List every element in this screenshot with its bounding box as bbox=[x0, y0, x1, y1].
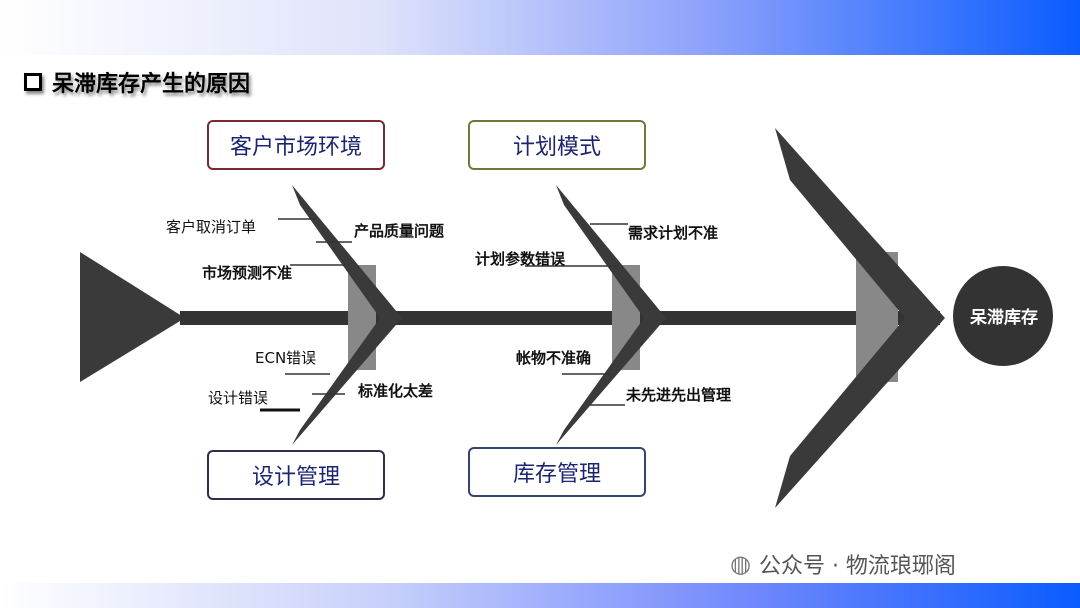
problem-head: 呆滞库存 bbox=[970, 308, 1038, 328]
arrow-upper bbox=[775, 128, 945, 318]
cause-standardization: 标准化太差 bbox=[358, 382, 434, 400]
cause-ecn: ECN错误 bbox=[255, 349, 317, 367]
fish-head bbox=[953, 266, 1053, 366]
bone-upper-1 bbox=[292, 185, 402, 318]
page-title: 呆滞库存产生的原因 bbox=[24, 66, 250, 98]
leader-lines bbox=[278, 218, 628, 406]
spine bbox=[180, 311, 940, 325]
cause-plan-params: 计划参数错误 bbox=[475, 250, 566, 268]
fish-tail bbox=[80, 252, 185, 382]
header-gradient-bar bbox=[0, 0, 1080, 55]
cause-cancel-order: 客户取消订单 bbox=[166, 218, 257, 236]
cause-demand-plan: 需求计划不准 bbox=[628, 224, 719, 242]
wechat-icon: ◍ bbox=[730, 550, 751, 578]
bone-upper-2 bbox=[556, 185, 666, 318]
category-design-management: 设计管理 bbox=[207, 450, 385, 500]
cause-account-mismatch: 帐物不准确 bbox=[516, 349, 592, 367]
footer-gradient-bar bbox=[0, 583, 1080, 608]
category-customer-market: 客户市场环境 bbox=[207, 120, 385, 170]
cause-fifo: 未先进先出管理 bbox=[626, 386, 732, 404]
watermark: ◍ 公众号 · 物流琅琊阁 bbox=[730, 548, 956, 580]
arrow-lower bbox=[775, 318, 945, 508]
page-title-text: 呆滞库存产生的原因 bbox=[52, 72, 251, 97]
cause-quality: 产品质量问题 bbox=[354, 222, 445, 240]
category-inventory-management: 库存管理 bbox=[468, 447, 646, 497]
cause-design-error: 设计错误 bbox=[208, 389, 269, 407]
square-bullet-icon bbox=[24, 73, 42, 91]
bone-lower-2 bbox=[556, 318, 666, 445]
category-planning-mode: 计划模式 bbox=[468, 120, 646, 170]
cause-forecast: 市场预测不准 bbox=[202, 264, 293, 282]
watermark-text: 公众号 · 物流琅琊阁 bbox=[758, 554, 956, 579]
bone-lower-1 bbox=[292, 318, 402, 445]
